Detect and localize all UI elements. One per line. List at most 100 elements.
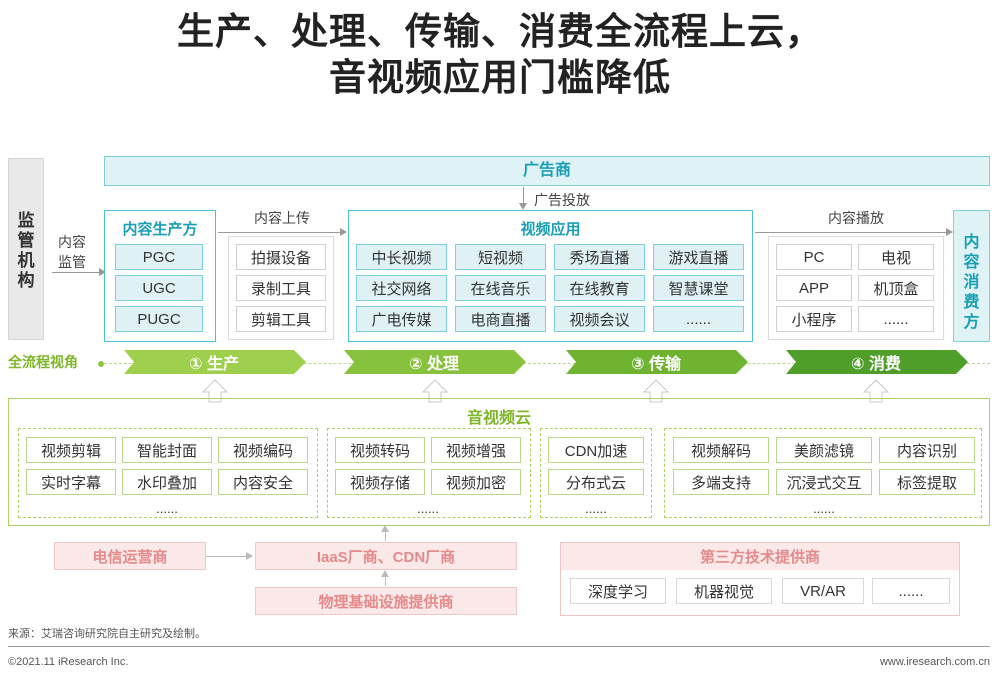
video-app-item: 秀场直播 [554, 244, 645, 270]
regulation-line [52, 272, 100, 273]
telecom-box: 电信运营商 [54, 542, 206, 570]
playback-edge-label: 内容播放 [828, 210, 884, 226]
playback-item: PC [776, 244, 852, 270]
upload-box [228, 236, 334, 340]
playback-item: 机顶盒 [858, 275, 934, 301]
third-party-box [560, 542, 960, 616]
playback-line [755, 232, 950, 233]
cloud-transmit-item-more: ...... [585, 500, 607, 516]
video-app-item: 游戏直播 [653, 244, 744, 270]
producer-header: 内容生产方 [122, 221, 198, 238]
third-more: ...... [872, 578, 950, 604]
cloud-consume-item: 沉浸式交互 [776, 469, 872, 495]
regulator-label: 监管机构 [17, 211, 35, 290]
flow-dashed-line [104, 363, 990, 364]
ad-edge-label: 广告投放 [534, 192, 590, 208]
cloud-process-item-more: ...... [417, 500, 439, 516]
cloud-transmit-group [540, 428, 652, 518]
video-app-item: ...... [653, 306, 744, 332]
stage-arrow-process [344, 350, 526, 374]
third-vr-ar: VR/AR [782, 578, 864, 604]
stage-arrow-consume [786, 350, 968, 374]
third-party-header: 第三方技术提供商 [561, 543, 959, 570]
copyright: ©2021.11 iResearch Inc. [8, 656, 129, 668]
cloud-transmit-item: 分布式云 [548, 469, 644, 495]
consumer-label: 内容消费方 [963, 234, 980, 331]
av-cloud-box [8, 398, 990, 526]
source-note: 来源：艾瑞咨询研究院自主研究及绘制。 [8, 628, 206, 640]
up-arrow-consume [862, 379, 890, 403]
iaas-up-arrowhead [381, 525, 389, 532]
upload-line [218, 232, 342, 233]
av-cloud-header: 音视频云 [466, 410, 531, 427]
regulator-box: 监管机构 [8, 158, 44, 340]
iaas-box: IaaS厂商、CDN厂商 [255, 542, 517, 570]
cloud-produce-item: 视频剪辑 [26, 437, 116, 463]
stage-arrow-transmit [566, 350, 748, 374]
playback-item: APP [776, 275, 852, 301]
regulation-arrowhead [99, 268, 106, 276]
iaas-up-line [385, 527, 386, 541]
title-line-2: 音视频应用门槛降低 [329, 57, 671, 98]
cloud-process-item: 视频加密 [431, 469, 521, 495]
upload-edge-label: 内容上传 [254, 210, 310, 226]
cloud-process-item: 视频转码 [335, 437, 425, 463]
cloud-produce-item: 视频编码 [218, 437, 308, 463]
footer-url: www.iresearch.com.cn [879, 656, 990, 668]
telecom-arrowhead [246, 552, 253, 560]
video-app-item: 在线音乐 [455, 275, 546, 301]
stage-produce-label: ① 生产 [189, 356, 239, 373]
video-app-item: 视频会议 [554, 306, 645, 332]
playback-arrowhead [946, 228, 953, 236]
third-deep-learning: 深度学习 [570, 578, 666, 604]
cloud-produce-item: 实时字幕 [26, 469, 116, 495]
physical-up-line [385, 572, 386, 586]
video-app-item: 中长视频 [356, 244, 447, 270]
video-app-item: 智慧课堂 [653, 275, 744, 301]
cloud-produce-item: 水印叠加 [122, 469, 212, 495]
advertiser-box: 广告商 [104, 156, 990, 186]
up-arrow-produce [201, 379, 229, 403]
upload-record-tool: 录制工具 [236, 275, 326, 301]
title-line-1: 生产、处理、传输、消费全流程上云， [177, 11, 823, 52]
upload-device: 拍摄设备 [236, 244, 326, 270]
stage-consume-label: ④ 消费 [851, 356, 901, 373]
cloud-consume-group [664, 428, 982, 518]
cloud-consume-item-more: ...... [813, 500, 835, 516]
telecom-line [206, 556, 248, 557]
producer-ugc: UGC [115, 275, 203, 301]
video-app-item: 广电传媒 [356, 306, 447, 332]
playback-item: 电视 [858, 244, 934, 270]
cloud-produce-group [18, 428, 318, 518]
up-arrow-transmit [642, 379, 670, 403]
upload-edit-tool: 剪辑工具 [236, 306, 326, 332]
video-app-item: 短视频 [455, 244, 546, 270]
regulation-edge-label: 内容监管 [58, 234, 86, 270]
stage-arrow-produce [124, 350, 306, 374]
ad-line [523, 187, 524, 207]
cloud-produce-item: 内容安全 [218, 469, 308, 495]
playback-item: ...... [858, 306, 934, 332]
stage-process-label: ② 处理 [409, 356, 459, 373]
cloud-consume-item: 视频解码 [673, 437, 769, 463]
cloud-consume-item: 美颜滤镜 [776, 437, 872, 463]
playback-box [768, 236, 944, 340]
consumer-box: 内容消费方 [953, 210, 990, 342]
cloud-produce-item-more: ...... [156, 500, 178, 516]
video-app-item: 电商直播 [455, 306, 546, 332]
upload-arrowhead [340, 228, 347, 236]
video-app-item: 在线教育 [554, 275, 645, 301]
video-apps-header: 视频应用 [520, 221, 581, 238]
cloud-produce-item: 智能封面 [122, 437, 212, 463]
flow-dot [98, 361, 104, 367]
cloud-consume-item: 标签提取 [879, 469, 975, 495]
cloud-consume-item: 内容识别 [879, 437, 975, 463]
playback-item: 小程序 [776, 306, 852, 332]
cloud-transmit-item: CDN加速 [548, 437, 644, 463]
cloud-process-group [327, 428, 531, 518]
ad-arrowhead [519, 203, 527, 210]
footer-divider [8, 646, 990, 647]
physical-infra-box: 物理基础设施提供商 [255, 587, 517, 615]
cloud-consume-item: 多端支持 [673, 469, 769, 495]
